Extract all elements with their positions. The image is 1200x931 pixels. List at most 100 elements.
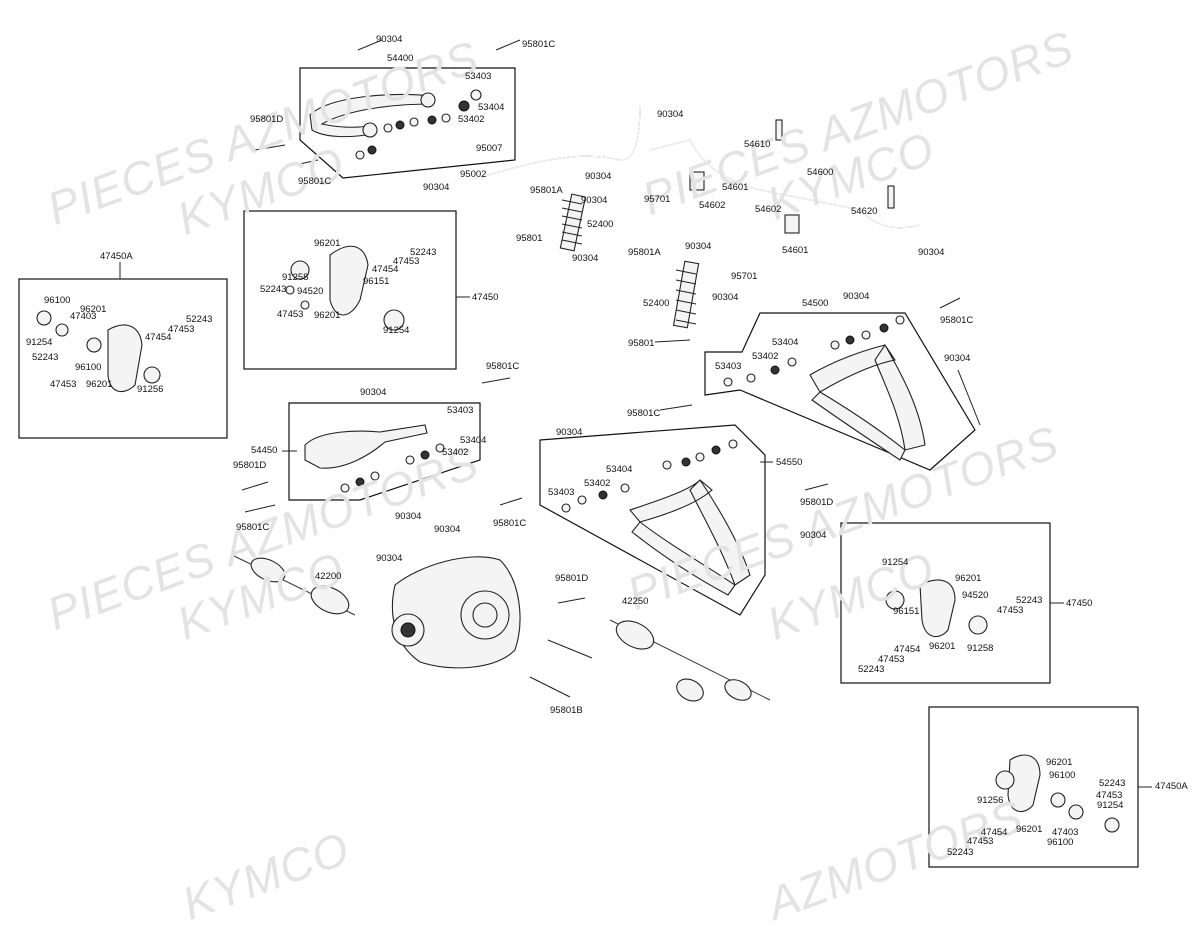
- part-label: 53404: [606, 464, 633, 475]
- part-label: 95801: [628, 338, 655, 349]
- box-54450: [288, 402, 481, 501]
- shock-52400-upper: [559, 193, 587, 252]
- link-54610: [775, 119, 783, 141]
- part-label: 95801D: [555, 573, 589, 584]
- link-54620: [887, 185, 895, 209]
- part-label: 52400: [587, 219, 614, 230]
- axle-42250: [609, 619, 771, 702]
- part-label: 96201: [1046, 757, 1073, 768]
- part-label: 42250: [622, 596, 649, 607]
- part-label: 52243: [186, 314, 213, 325]
- part-label: 90304: [572, 253, 599, 264]
- part-label: 90304: [423, 182, 450, 193]
- part-label: 47450: [1066, 598, 1093, 609]
- part-label: 54550: [776, 457, 803, 468]
- part-label: 95801C: [522, 39, 556, 50]
- part-label: 53404: [460, 435, 487, 446]
- part-label: 96100: [75, 362, 102, 373]
- part-label: 90304: [918, 247, 945, 258]
- differential-housing: [391, 556, 521, 669]
- part-label: 96201: [929, 641, 956, 652]
- bushing-row-54450: [340, 443, 445, 493]
- part-label: 47454: [894, 644, 921, 655]
- bolts: [241, 39, 981, 698]
- part-label: 52243: [410, 247, 437, 258]
- bushing-row-54500: [723, 315, 905, 387]
- box-47450A-left: [18, 278, 228, 439]
- part-label: 96151: [893, 606, 920, 617]
- part-label: 91254: [1097, 800, 1124, 811]
- part-label: 52243: [947, 847, 974, 858]
- part-label: 95801D: [800, 497, 834, 508]
- part-label: 95801A: [530, 185, 563, 196]
- a-arm-54500: [809, 343, 926, 461]
- part-label: 95002: [460, 169, 487, 180]
- part-label: 90304: [843, 291, 870, 302]
- part-label: 53404: [478, 102, 505, 113]
- part-label: 52243: [1016, 595, 1043, 606]
- a-arm-54550: [629, 479, 751, 596]
- part-label: 54450: [251, 445, 278, 456]
- exploded-parts-diagram: [18, 39, 1152, 868]
- knuckle-47450A-right: [995, 754, 1120, 833]
- part-label: 91256: [977, 795, 1004, 806]
- part-label: 96201: [314, 238, 341, 249]
- part-label: 53403: [548, 487, 575, 498]
- part-label: 95801D: [233, 460, 267, 471]
- part-label: 54620: [851, 206, 878, 217]
- part-label: 95801C: [493, 518, 527, 529]
- part-label: 52243: [858, 664, 885, 675]
- part-label: 47453: [1096, 790, 1123, 801]
- part-label: 54610: [744, 139, 771, 150]
- part-label: 53403: [715, 361, 742, 372]
- part-label: 96100: [1047, 837, 1074, 848]
- part-label: 91254: [383, 325, 410, 336]
- box-54500: [704, 312, 976, 471]
- part-label: 96201: [1016, 824, 1043, 835]
- part-label: 94520: [962, 590, 989, 601]
- part-label: 47454: [372, 264, 399, 275]
- part-label: 96100: [1049, 770, 1076, 781]
- part-label: 42200: [315, 571, 342, 582]
- part-label: 52243: [32, 352, 59, 363]
- part-label: 54602: [699, 200, 726, 211]
- upper-arm-54400: [309, 93, 433, 138]
- part-label: 91256: [137, 384, 164, 395]
- part-label: 90304: [685, 241, 712, 252]
- part-label: 53402: [442, 447, 469, 458]
- box-54550: [539, 424, 766, 616]
- part-label: 90304: [585, 171, 612, 182]
- part-label: 91254: [882, 557, 909, 568]
- part-label: 47403: [1052, 827, 1079, 838]
- part-label: 54602: [755, 204, 782, 215]
- part-label: 53403: [447, 405, 474, 416]
- shock-52400-lower: [672, 260, 700, 329]
- part-label: 47453: [997, 605, 1024, 616]
- bracket-54601b: [784, 214, 800, 234]
- bushing-row-54550: [561, 439, 738, 513]
- axle-42200: [231, 554, 356, 616]
- part-label: 90304: [376, 553, 403, 564]
- part-label: 94520: [297, 286, 324, 297]
- part-label: 95701: [731, 271, 758, 282]
- part-label: 47453: [277, 309, 304, 320]
- part-label: 53403: [465, 71, 492, 82]
- part-label: 91254: [26, 337, 53, 348]
- part-label: 95007: [476, 143, 503, 154]
- box-54400: [299, 67, 516, 179]
- part-label: 47450A: [100, 251, 133, 262]
- part-label: 96201: [86, 379, 113, 390]
- part-label: 52243: [260, 284, 287, 295]
- stabilizer-bar-inner: [649, 139, 921, 229]
- part-label: 47453: [878, 654, 905, 665]
- part-label: 95801: [516, 233, 543, 244]
- part-label: 95801C: [486, 361, 520, 372]
- knuckle-47450-left: [285, 245, 405, 331]
- bushing: [362, 122, 378, 138]
- part-label: 95801C: [236, 522, 270, 533]
- part-label: 52243: [1099, 778, 1126, 789]
- part-label: 54500: [802, 298, 829, 309]
- part-label: 95801C: [627, 408, 661, 419]
- part-label: 54601: [722, 182, 749, 193]
- part-label: 47453: [393, 256, 420, 267]
